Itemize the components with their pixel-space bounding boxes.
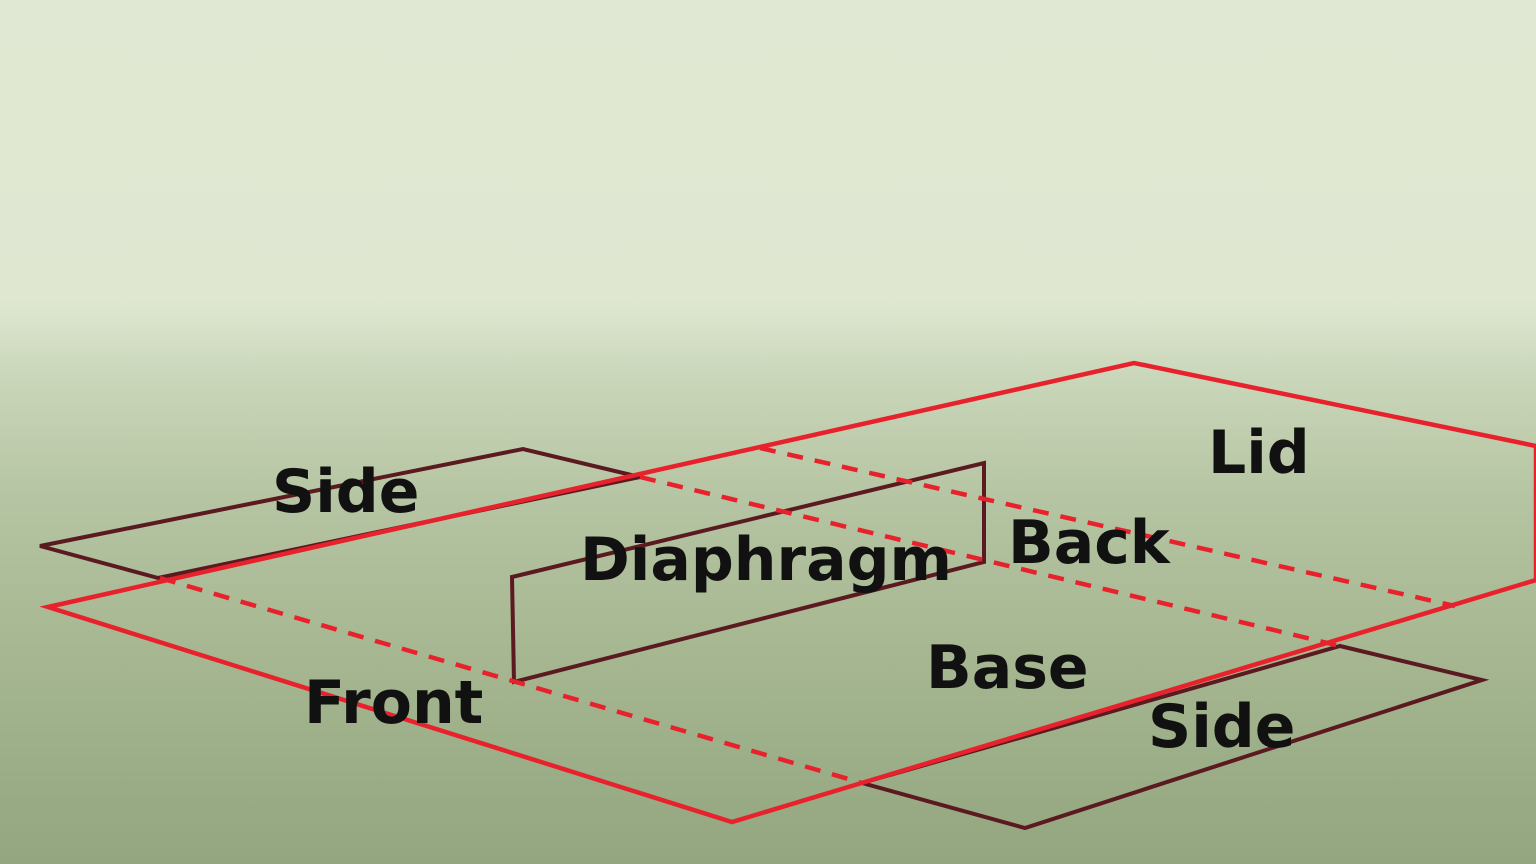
label-side-right: Side	[1148, 692, 1295, 762]
label-diaphragm: Diaphragm	[580, 525, 952, 595]
label-side-left: Side	[272, 457, 419, 527]
label-front: Front	[304, 668, 483, 738]
fold-line-front-base	[159, 575, 863, 786]
side-panel-right	[854, 643, 1490, 831]
label-back: Back	[1008, 508, 1172, 578]
label-base: Base	[926, 633, 1089, 703]
main-outline	[39, 360, 1536, 825]
fold-line-back-lid	[759, 445, 1456, 609]
fold-line-base-back	[639, 474, 1341, 649]
label-lid: Lid	[1208, 418, 1310, 488]
diaphragm-panel	[509, 460, 986, 685]
